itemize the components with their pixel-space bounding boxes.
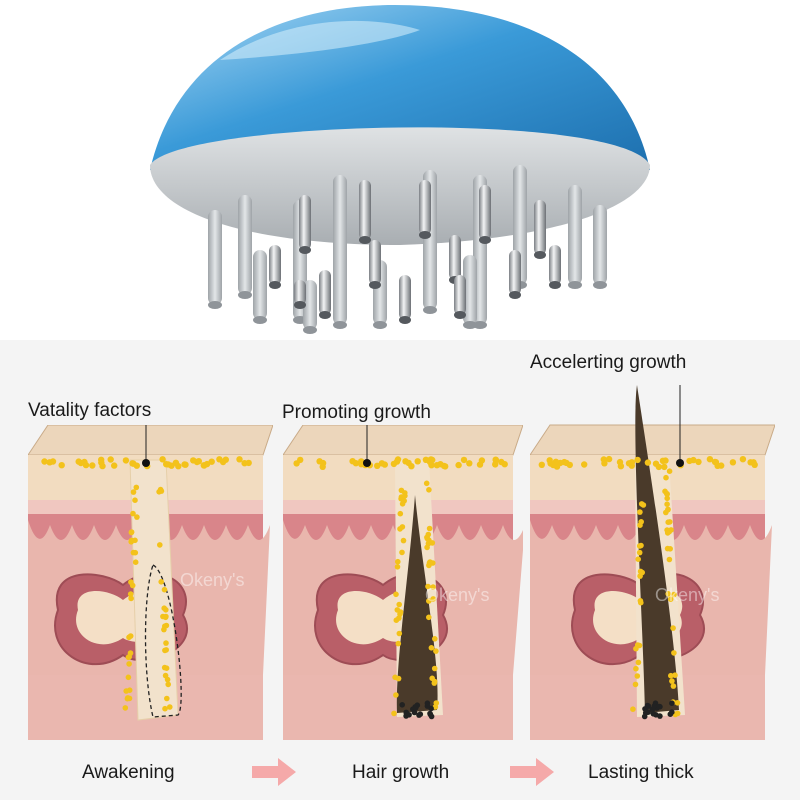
promoting-growth-label: Promoting growth <box>282 402 431 423</box>
accelerating-growth-label: Accelerting growth <box>530 352 687 373</box>
watermark: Okeny's <box>655 585 720 605</box>
follicle-stage-awakening <box>28 425 273 740</box>
right-arrow-icon <box>252 758 296 786</box>
watermark: Okeny's <box>180 570 245 590</box>
right-arrow-icon <box>510 758 554 786</box>
watermark: Okeny's <box>425 585 490 605</box>
step-awakening: Awakening <box>82 762 175 783</box>
step-lasting-thick: Lasting thick <box>588 762 694 783</box>
step-hair-growth: Hair growth <box>352 762 450 783</box>
vitality-factors-label: Vatality factors <box>28 400 152 421</box>
metal-pins <box>269 180 561 324</box>
follicle-stage-lasting-thick <box>530 385 775 740</box>
scalp-massager-brush <box>150 5 650 334</box>
follicle-stage-hair-growth <box>283 425 523 740</box>
hair-growth-panel: Vatality factors Promoting growth Accele… <box>0 340 800 800</box>
